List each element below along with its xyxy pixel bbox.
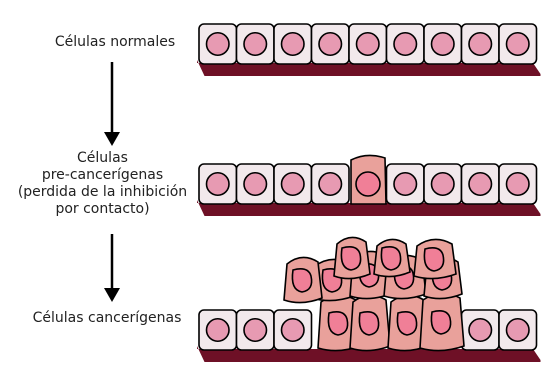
- normal-cell: [274, 24, 312, 64]
- nucleus: [207, 319, 230, 342]
- nucleus: [359, 312, 378, 335]
- nucleus: [507, 319, 530, 342]
- normal-cell: [237, 24, 275, 64]
- normal-cell: [499, 310, 537, 350]
- nucleus: [244, 33, 267, 56]
- nucleus: [356, 172, 380, 196]
- nucleus: [328, 312, 347, 335]
- cancer-cell: [414, 239, 456, 278]
- row-normal-cells: [197, 24, 541, 76]
- normal-cell: [387, 164, 425, 204]
- normal-cell: [274, 164, 312, 204]
- normal-cell: [199, 164, 237, 204]
- nucleus: [207, 173, 230, 196]
- nucleus: [244, 319, 267, 342]
- normal-cell: [424, 164, 462, 204]
- nucleus: [244, 173, 267, 196]
- normal-cell: [312, 24, 350, 64]
- nucleus: [469, 319, 492, 342]
- nucleus: [207, 33, 230, 56]
- arrows: [104, 62, 120, 302]
- normal-cell: [462, 24, 500, 64]
- arrow-down-icon: [104, 62, 120, 146]
- nucleus: [431, 311, 450, 334]
- nucleus: [282, 173, 305, 196]
- nucleus: [319, 173, 342, 196]
- normal-cell: [462, 310, 500, 350]
- nucleus: [394, 33, 417, 56]
- row-precancer-cells: [197, 155, 541, 216]
- nucleus: [357, 33, 380, 56]
- row-cancer-cells: [197, 237, 541, 362]
- nucleus: [282, 33, 305, 56]
- normal-cell: [199, 310, 237, 350]
- normal-cell: [199, 24, 237, 64]
- nucleus: [469, 33, 492, 56]
- cancer-cell: [284, 257, 322, 302]
- nucleus: [319, 33, 342, 56]
- nucleus: [469, 173, 492, 196]
- nucleus: [341, 247, 360, 270]
- normal-cell: [237, 164, 275, 204]
- nucleus: [381, 247, 400, 270]
- nucleus: [424, 248, 443, 271]
- cancer-cell: [350, 295, 390, 350]
- normal-cell: [462, 164, 500, 204]
- nucleus: [432, 33, 455, 56]
- cancer-cell: [374, 239, 410, 276]
- cancer-cell: [420, 293, 464, 350]
- normal-cell: [424, 24, 462, 64]
- nucleus: [397, 312, 416, 335]
- abnormal-cell: [351, 155, 386, 204]
- normal-cell: [387, 24, 425, 64]
- cancer-cell: [334, 237, 370, 278]
- nucleus: [432, 173, 455, 196]
- normal-cell: [499, 24, 537, 64]
- arrow-down-icon: [104, 234, 120, 302]
- normal-cell: [237, 310, 275, 350]
- normal-cell: [312, 164, 350, 204]
- normal-cell: [499, 164, 537, 204]
- normal-cell: [274, 310, 312, 350]
- nucleus: [394, 173, 417, 196]
- normal-cell: [349, 24, 387, 64]
- nucleus: [292, 269, 311, 292]
- nucleus: [282, 319, 305, 342]
- nucleus: [507, 33, 530, 56]
- nucleus: [507, 173, 530, 196]
